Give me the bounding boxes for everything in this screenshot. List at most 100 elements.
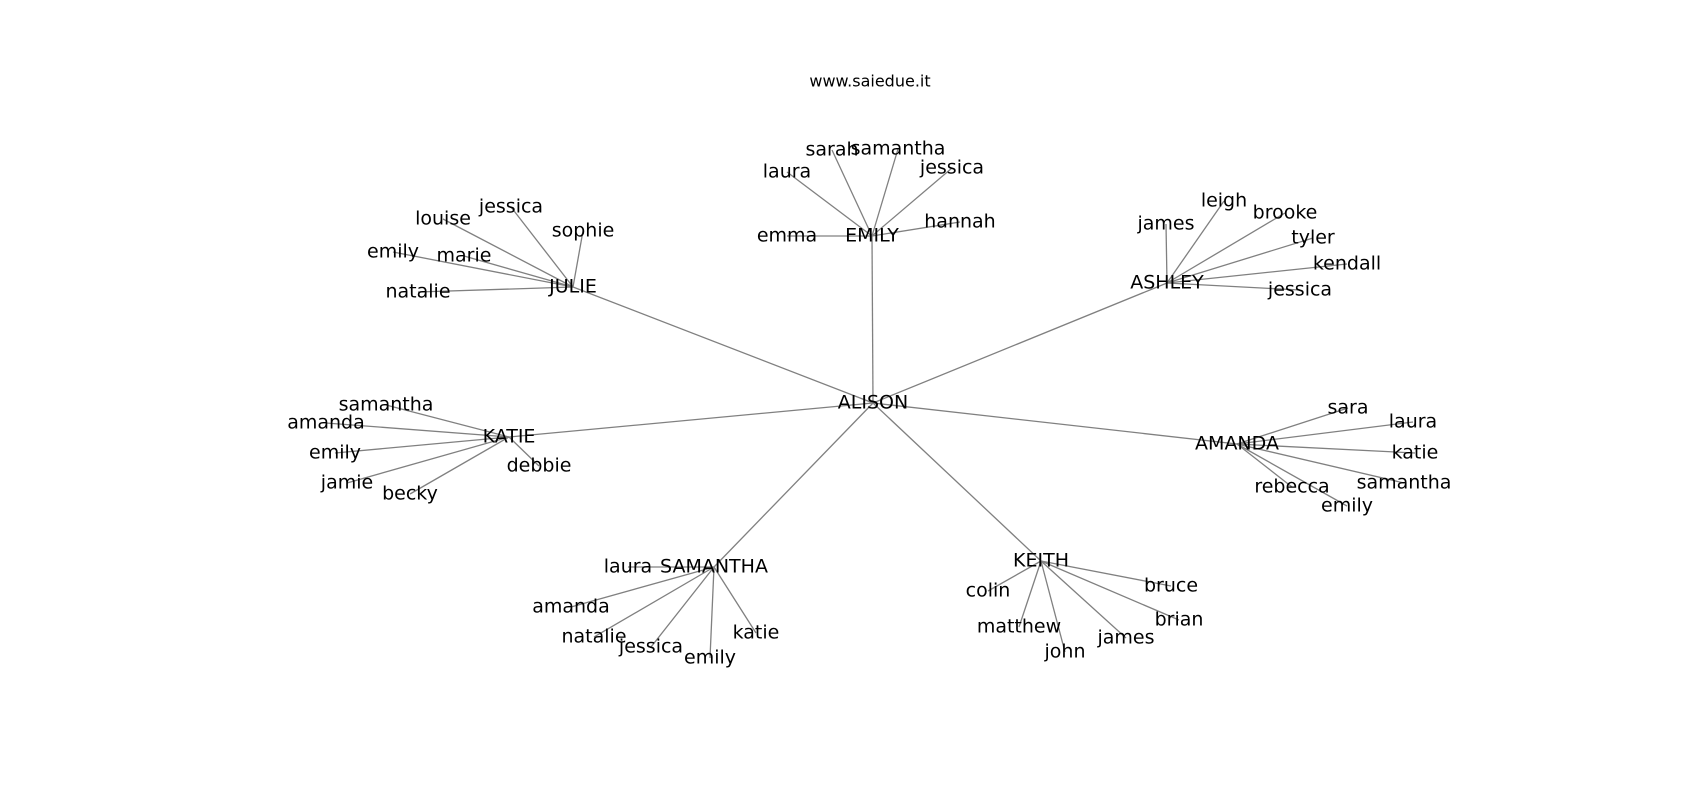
edge-amanda-laura <box>1236 421 1414 445</box>
node-samantha-jessica: jessica <box>618 636 683 658</box>
node-alison: ALISON <box>838 392 908 414</box>
node-julie-louise: louise <box>415 208 471 230</box>
node-julie-natalie: natalie <box>385 281 450 303</box>
node-amanda-sara: sara <box>1328 397 1369 419</box>
node-amanda-emily: emily <box>1321 495 1373 517</box>
edge-samantha-jessica <box>650 566 715 648</box>
edge-katie-jamie <box>346 436 510 484</box>
edge-alison-emily <box>871 235 874 404</box>
node-keith-brian: brian <box>1155 609 1204 631</box>
edge-samantha-katie <box>713 566 757 634</box>
node-katie-debbie: debbie <box>507 455 572 477</box>
edge-amanda-sara <box>1236 407 1349 445</box>
edge-alison-ashley <box>872 282 1168 404</box>
edge-emily-laura <box>786 171 873 237</box>
node-amanda-katie: katie <box>1392 442 1439 464</box>
node-samantha-natalie: natalie <box>561 626 626 648</box>
node-ashley-brooke: brooke <box>1253 202 1318 224</box>
node-keith-john: john <box>1044 641 1086 663</box>
node-katie-emily: emily <box>309 442 361 464</box>
edge-samantha-amanda <box>570 566 715 608</box>
node-emily-sarah: sarah <box>805 139 858 161</box>
node-samantha-katie: katie <box>733 622 780 644</box>
node-julie-emily: emily <box>367 241 419 263</box>
node-katie-amanda: amanda <box>287 412 365 434</box>
node-ashley-leigh: leigh <box>1201 190 1247 212</box>
node-emily-jessica: jessica <box>919 157 984 179</box>
nodes: ALISONEMILYemmalaurasarahsamanthajessica… <box>287 138 1451 669</box>
node-julie-sophie: sophie <box>552 220 615 242</box>
edge-keith-colin <box>987 560 1042 592</box>
edge-julie-marie <box>463 255 574 288</box>
node-julie: JULIE <box>548 276 597 298</box>
edge-ashley-kendall <box>1166 263 1348 284</box>
edge-keith-matthew <box>1018 560 1042 628</box>
edge-alison-katie <box>508 402 874 438</box>
node-amanda-rebecca: rebecca <box>1254 476 1329 498</box>
edge-julie-natalie <box>417 286 574 293</box>
edge-ashley-brooke <box>1166 212 1286 284</box>
edge-amanda-katie <box>1236 443 1416 454</box>
node-amanda-laura: laura <box>1389 411 1437 433</box>
edge-alison-keith <box>872 402 1042 562</box>
node-emily-samantha: samantha <box>851 138 946 160</box>
edge-amanda-rebecca <box>1236 443 1293 488</box>
node-ashley: ASHLEY <box>1130 272 1204 294</box>
node-emily-emma: emma <box>757 225 817 247</box>
edge-emily-hannah <box>871 221 961 237</box>
node-keith-james: james <box>1096 627 1154 649</box>
edge-keith-bruce <box>1040 560 1172 587</box>
edge-alison-julie <box>572 286 874 404</box>
edge-ashley-james <box>1165 223 1168 284</box>
edges <box>325 148 1416 659</box>
node-samantha-emily: emily <box>684 647 736 669</box>
node-katie-jamie: jamie <box>320 472 373 494</box>
node-julie-jessica: jessica <box>478 196 543 218</box>
edge-amanda-emily <box>1236 443 1348 507</box>
edge-keith-brian <box>1040 560 1180 621</box>
edge-emily-samantha <box>871 148 899 237</box>
edge-katie-becky <box>409 436 510 495</box>
edge-samantha-emily <box>709 566 715 659</box>
node-amanda: AMANDA <box>1195 433 1279 455</box>
site-label: www.saiedue.it <box>809 72 930 91</box>
edge-julie-sophie <box>572 230 584 288</box>
edge-alison-amanda <box>872 402 1238 445</box>
node-ashley-james: james <box>1136 213 1194 235</box>
node-samantha-amanda: amanda <box>532 596 610 618</box>
edge-emily-sarah <box>831 149 873 237</box>
edge-ashley-jessica <box>1166 282 1301 291</box>
edge-amanda-samantha <box>1236 443 1405 484</box>
edge-julie-jessica <box>510 206 574 288</box>
node-julie-marie: marie <box>437 245 492 267</box>
node-emily: EMILY <box>845 225 899 247</box>
node-keith: KEITH <box>1013 550 1069 572</box>
node-emily-hannah: hannah <box>924 211 995 233</box>
node-samantha: SAMANTHA <box>660 556 768 578</box>
node-katie: KATIE <box>483 426 536 448</box>
edge-julie-emily <box>392 251 574 288</box>
node-amanda-samantha: samantha <box>1357 472 1452 494</box>
node-keith-matthew: matthew <box>977 616 1061 638</box>
node-ashley-jessica: jessica <box>1267 279 1332 301</box>
edge-katie-amanda <box>325 422 510 438</box>
edge-katie-debbie <box>508 436 540 467</box>
edge-keith-james <box>1040 560 1127 639</box>
node-katie-becky: becky <box>382 483 438 505</box>
node-keith-bruce: bruce <box>1144 575 1198 597</box>
node-samantha-laura: laura <box>604 556 652 578</box>
edge-keith-john <box>1040 560 1066 653</box>
edge-ashley-tyler <box>1166 237 1314 284</box>
edge-katie-emily <box>334 436 510 454</box>
node-emily-laura: laura <box>763 161 811 183</box>
node-ashley-tyler: tyler <box>1291 227 1335 249</box>
node-keith-colin: colin <box>966 580 1011 602</box>
edge-julie-louise <box>442 218 574 288</box>
edge-ashley-leigh <box>1166 200 1225 284</box>
edge-emily-jessica <box>871 167 953 237</box>
edge-samantha-natalie <box>593 566 715 638</box>
node-katie-samantha: samantha <box>339 394 434 416</box>
node-ashley-kendall: kendall <box>1313 253 1381 275</box>
edge-katie-samantha <box>385 404 510 438</box>
